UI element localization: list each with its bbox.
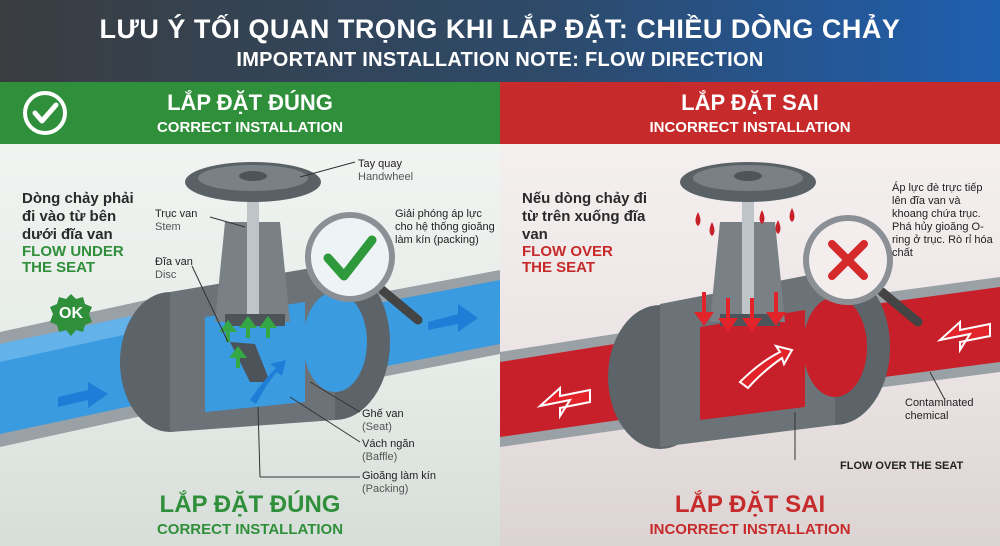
incorrect-note: Áp lực đè trực tiếp lên đĩa van và khoan… [892,182,993,259]
leader-lines [191,161,361,478]
magnifier-x-icon [803,215,923,327]
incorrect-footer-title: LẮP ĐẶT SAI [674,491,826,518]
correct-description: Dòng chảy phải đi vào từ bên dưới đĩa va… [22,190,134,243]
incorrect-footer: LẮP ĐẶT SAI INCORRECT INSTALLATION [500,491,1000,538]
correct-footer-title: LẮP ĐẶT ĐÚNG [159,491,341,518]
flow-arrow-icon [536,319,991,420]
handwheel-icon [185,162,321,202]
page-title: LƯU Ý TỐI QUAN TRỌNG KHI LẮP ĐẶT: CHIỀU … [99,14,901,44]
incorrect-banner-title: LẮP ĐẶT SAI [681,90,819,115]
header: LƯU Ý TỐI QUAN TRỌNG KHI LẮP ĐẶT: CHIỀU … [0,0,1000,82]
flow-arrow-icon [58,304,478,408]
leader-lines [794,371,946,460]
correct-banner-title: LẮP ĐẶT ĐÚNG [167,90,333,115]
magnifier-check-icon [305,212,423,325]
correct-note: Giải phóng áp lực cho hệ thống gioăng là… [395,208,495,246]
flow-over-seat-label: FLOW OVER THE SEAT [840,460,964,472]
handwheel-icon [680,162,816,202]
incorrect-description: Nếu dòng chảy đi từ trên xuống đĩa van [522,190,648,243]
downward-flow-arrows [694,292,786,332]
label-seat: Ghế van(Seat) [362,408,404,433]
label-baffle: Vách ngăn(Baffle) [362,438,415,463]
ok-badge-icon [50,294,92,336]
correct-panel: LẮP ĐẶT ĐÚNG CORRECT INSTALLATION [0,82,500,546]
bonnet-and-stem [710,192,785,326]
bonnet-and-stem [215,192,290,326]
incorrect-flow-label: FLOW OVER THE SEAT [522,243,613,276]
page-subtitle: IMPORTANT INSTALLATION NOTE: FLOW DIRECT… [236,49,764,71]
drip-icon [695,208,795,236]
correct-footer-subtitle: CORRECT INSTALLATION [156,521,344,538]
incorrect-banner-subtitle: INCORRECT INSTALLATION [649,119,851,136]
contaminated-chemical-label: Contaminated chemical [905,397,974,422]
check-circle-icon [23,91,67,135]
correct-footer: LẮP ĐẶT ĐÚNG CORRECT INSTALLATION [0,491,500,538]
correct-banner: LẮP ĐẶT ĐÚNG CORRECT INSTALLATION [0,82,500,144]
correct-valve-diagram [0,161,500,478]
incorrect-panel: LẮP ĐẶT SAI INCORRECT INSTALLATION [500,82,1000,546]
incorrect-footer-subtitle: INCORRECT INSTALLATION [649,521,851,538]
correct-banner-subtitle: CORRECT INSTALLATION [156,119,344,136]
incorrect-valve-diagram [500,162,1000,460]
correct-flow-label: FLOW UNDER THE SEAT [22,243,124,276]
label-packing: Gioăng làm kín(Packing) [362,470,436,495]
incorrect-banner: LẮP ĐẶT SAI INCORRECT INSTALLATION [500,82,1000,144]
upward-flow-arrows [219,316,277,368]
ok-badge-label: OK [59,305,83,322]
